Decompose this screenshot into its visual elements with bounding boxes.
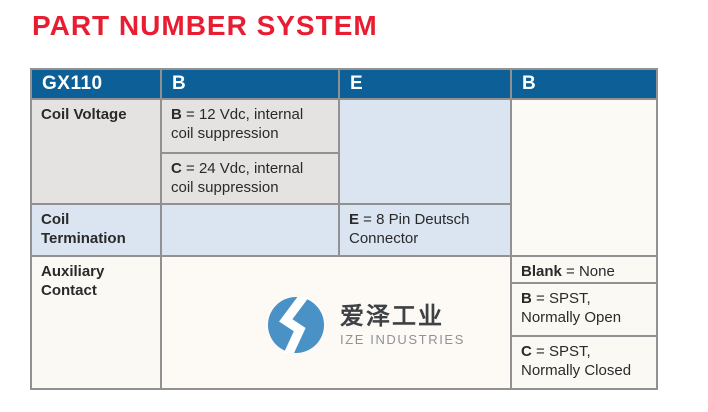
option-code: Blank [521, 263, 562, 280]
option-desc: = SPST, Normally Closed [521, 343, 632, 380]
option-desc: = None [561, 263, 615, 280]
aux-contact-option-c: C = SPST, Normally Closed [512, 337, 656, 388]
coil-termination-option-e: E = 8 Pin Deutsch Connector [340, 205, 510, 255]
option-code: E [349, 211, 360, 228]
logo-text: 爱泽工业 IZE INDUSTRIES [340, 303, 465, 348]
header-cell-termination-code: E [340, 70, 510, 98]
ize-logo-icon [268, 297, 324, 353]
ize-logo: 爱泽工业 IZE INDUSTRIES [268, 297, 465, 353]
empty-cell-voltage-column [162, 205, 338, 255]
option-code: B [521, 290, 532, 307]
option-desc: = 24 Vdc, internal coil suppression [171, 160, 304, 197]
part-number-table: GX110 B E B Coil Voltage B = 12 Vdc, int… [30, 68, 658, 390]
aux-contact-option-blank: Blank = None [512, 257, 656, 282]
row-label-coil-voltage: Coil Voltage [32, 100, 160, 203]
logo-cell: 爱泽工业 IZE INDUSTRIES [162, 257, 510, 388]
row-label-auxiliary-contact: Auxiliary Contact [32, 257, 160, 388]
header-cell-voltage-code: B [162, 70, 338, 98]
row-label-coil-termination: Coil Termination [32, 205, 160, 255]
empty-cell-termination-column [340, 100, 510, 203]
header-cell-aux-code: B [512, 70, 656, 98]
option-code: B [171, 106, 182, 123]
coil-voltage-option-c: C = 24 Vdc, internal coil suppression [162, 154, 338, 203]
header-cell-model: GX110 [32, 70, 160, 98]
coil-voltage-option-b: B = 12 Vdc, internal coil suppression [162, 100, 338, 152]
aux-contact-option-b: B = SPST, Normally Open [512, 284, 656, 335]
page-title: PART NUMBER SYSTEM [32, 10, 378, 41]
logo-english-name: IZE INDUSTRIES [340, 332, 465, 348]
option-desc: = 8 Pin Deutsch Connector [349, 211, 470, 248]
option-desc: = SPST, Normally Open [521, 290, 622, 327]
option-desc: = 12 Vdc, internal coil suppression [171, 106, 304, 143]
logo-chinese-name: 爱泽工业 [340, 302, 444, 330]
empty-cell-aux-column [512, 100, 656, 255]
option-code: C [521, 343, 532, 360]
option-code: C [171, 160, 182, 177]
